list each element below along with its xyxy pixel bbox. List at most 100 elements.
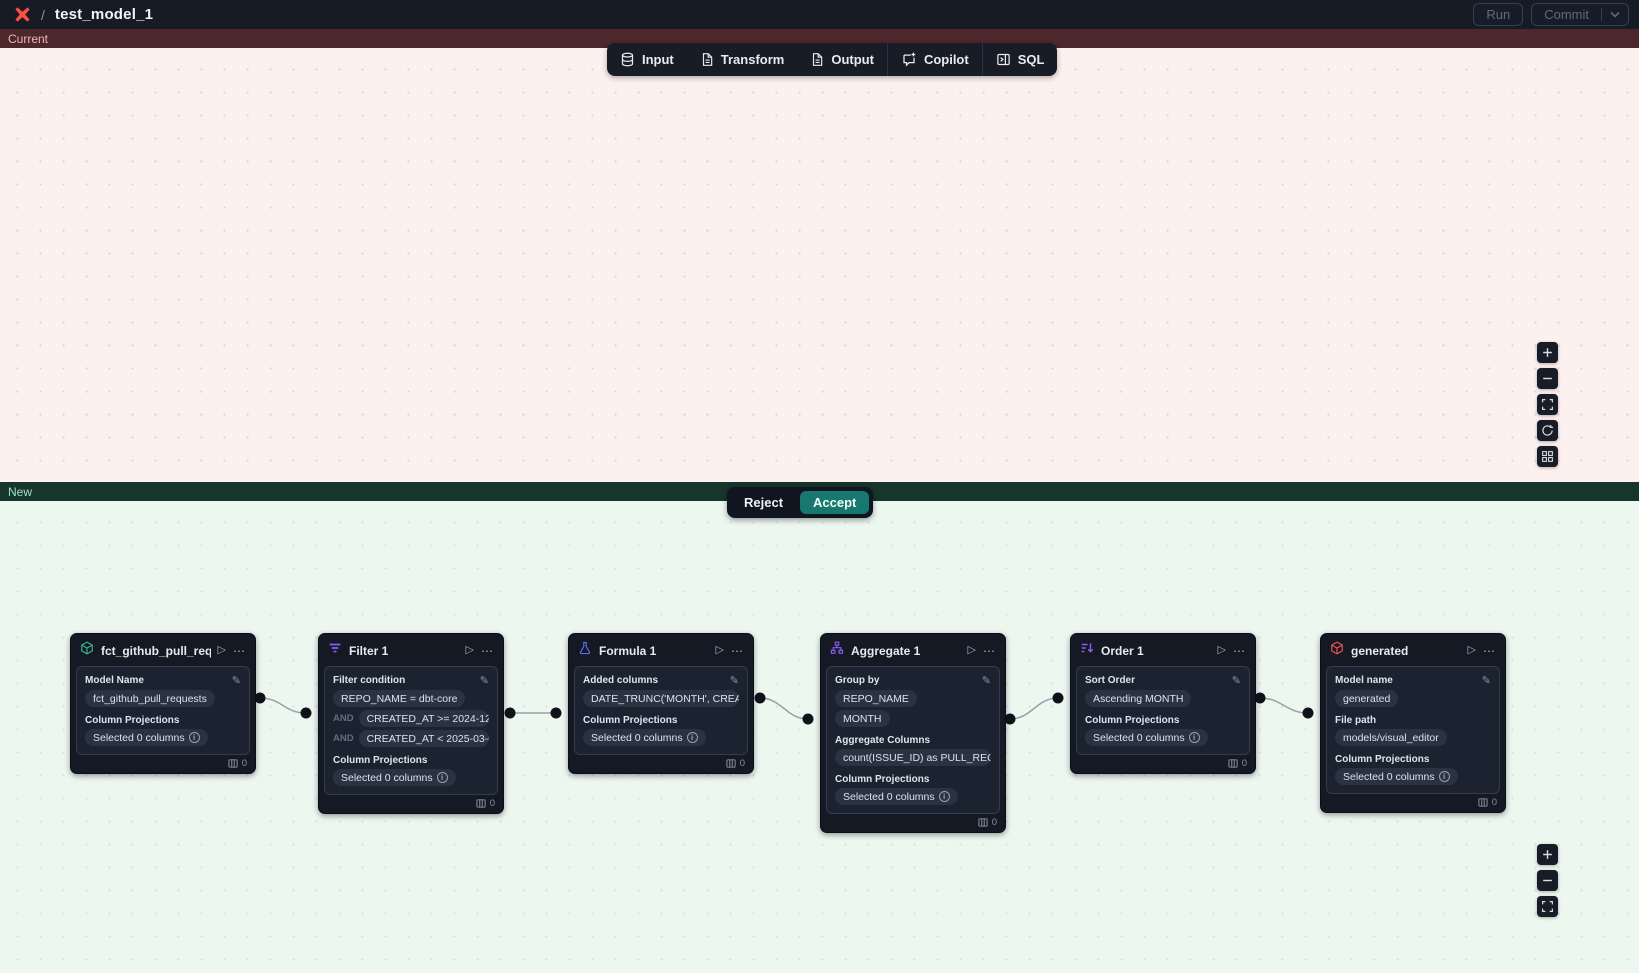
edit-pencil-icon[interactable]: ✎ xyxy=(1481,675,1491,687)
value-pill: REPO_NAME = dbt-core xyxy=(333,690,466,707)
node-aggregate-1[interactable]: Aggregate 1 ▷ ⋯ Group by✎ REPO_NAME MONT… xyxy=(820,633,1006,833)
toolbar-item-label: Transform xyxy=(720,52,785,67)
edit-pencil-icon[interactable]: ✎ xyxy=(479,675,489,687)
dbt-logo[interactable] xyxy=(14,6,31,23)
row-count: 0 xyxy=(1241,758,1247,769)
node-filter-1[interactable]: Filter 1 ▷ ⋯ Filter condition ✎ REPO_NAME… xyxy=(318,633,504,814)
info-icon: i xyxy=(1188,732,1200,743)
model-title: test_model_1 xyxy=(54,6,154,23)
section-label: Column Projections xyxy=(1085,715,1180,726)
edit-pencil-icon[interactable]: ✎ xyxy=(981,675,991,687)
row-count: 0 xyxy=(991,817,997,828)
play-icon[interactable]: ▷ xyxy=(217,644,226,656)
info-icon: i xyxy=(436,772,448,783)
ellipsis-menu-icon[interactable]: ⋯ xyxy=(983,643,996,658)
play-icon[interactable]: ▷ xyxy=(465,644,474,656)
node-footer: 0 xyxy=(1321,794,1505,812)
ellipsis-menu-icon[interactable]: ⋯ xyxy=(731,643,744,658)
node-fct-github-pull-requests[interactable]: fct_github_pull_requests ▷ ⋯ Model Name✎… xyxy=(70,633,256,774)
toolbar-item-output[interactable]: Output xyxy=(797,43,887,76)
diff-action-bar: Reject Accept xyxy=(727,487,874,518)
toolbar-item-label: SQL xyxy=(1017,52,1045,67)
run-button[interactable]: Run xyxy=(1473,3,1524,26)
ellipsis-menu-icon[interactable]: ⋯ xyxy=(233,643,246,658)
node-body: Filter condition✎ REPO_NAME = dbt-core A… xyxy=(324,666,498,795)
node-generated[interactable]: generated ▷ ⋯ Model name✎ generated File… xyxy=(1320,633,1506,813)
row-count: 0 xyxy=(1491,797,1497,808)
section-label: Column Projections xyxy=(583,715,678,726)
copilot-icon xyxy=(901,52,917,67)
fit-view-button[interactable] xyxy=(1537,394,1558,415)
node-title: fct_github_pull_requests xyxy=(101,643,211,658)
toolbar-item-copilot[interactable]: Copilot xyxy=(888,43,982,76)
section-label: Model name xyxy=(1335,675,1393,686)
section-label: Sort Order xyxy=(1085,675,1136,686)
zoom-out-button[interactable] xyxy=(1537,870,1558,891)
refresh-button[interactable] xyxy=(1537,420,1558,441)
zoom-in-button[interactable] xyxy=(1537,342,1558,363)
fit-view-button[interactable] xyxy=(1537,896,1558,917)
node-title: Order 1 xyxy=(1101,643,1144,658)
current-canvas[interactable] xyxy=(0,48,1639,482)
node-footer: 0 xyxy=(319,795,503,813)
node-title: generated xyxy=(1351,643,1409,658)
commit-button[interactable]: Commit xyxy=(1544,7,1589,22)
filter-icon xyxy=(328,641,342,660)
toolbar-item-sql[interactable]: SQL xyxy=(983,43,1058,76)
toolbar-item-input[interactable]: Input xyxy=(607,43,687,76)
grid-button[interactable] xyxy=(1537,446,1558,467)
ellipsis-menu-icon[interactable]: ⋯ xyxy=(481,643,494,658)
edit-pencil-icon[interactable]: ✎ xyxy=(231,675,241,687)
sitemap-icon xyxy=(830,641,844,660)
play-icon[interactable]: ▷ xyxy=(715,644,724,656)
value-pill: REPO_NAME xyxy=(835,690,917,707)
breadcrumb-separator: / xyxy=(41,6,45,23)
toolbar-item-transform[interactable]: Transform xyxy=(687,43,798,76)
row-count: 0 xyxy=(489,798,495,809)
node-formula-1[interactable]: Formula 1 ▷ ⋯ Added columns✎ DATE_TRUNC(… xyxy=(568,633,754,774)
node-footer: 0 xyxy=(821,814,1005,832)
columns-icon xyxy=(476,799,486,808)
info-icon: i xyxy=(686,732,698,743)
columns-icon xyxy=(1228,759,1238,768)
ellipsis-menu-icon[interactable]: ⋯ xyxy=(1233,643,1246,658)
columns-icon xyxy=(1478,798,1488,807)
play-icon[interactable]: ▷ xyxy=(967,644,976,656)
zoom-out-button[interactable] xyxy=(1537,368,1558,389)
ellipsis-menu-icon[interactable]: ⋯ xyxy=(1483,643,1496,658)
edit-pencil-icon[interactable]: ✎ xyxy=(1231,675,1241,687)
node-title: Filter 1 xyxy=(349,643,389,658)
chevron-down-icon[interactable] xyxy=(1601,8,1628,21)
topbar: / test_model_1 Run Commit xyxy=(0,0,1639,29)
reject-button[interactable]: Reject xyxy=(731,491,796,514)
commit-split-button[interactable]: Commit xyxy=(1531,3,1629,26)
info-icon: i xyxy=(188,732,200,743)
value-pill: fct_github_pull_requests xyxy=(85,690,215,707)
node-body: Added columns✎ DATE_TRUNC('MONTH', CREAT… xyxy=(574,666,748,755)
play-icon[interactable]: ▷ xyxy=(1467,644,1476,656)
node-header: Formula 1 ▷ ⋯ xyxy=(569,634,753,666)
node-body: Group by✎ REPO_NAME MONTH Aggregate Colu… xyxy=(826,666,1000,814)
edit-pencil-icon[interactable]: ✎ xyxy=(729,675,739,687)
section-label: File path xyxy=(1335,715,1377,726)
node-order-1[interactable]: Order 1 ▷ ⋯ Sort Order✎ Ascending MONTH … xyxy=(1070,633,1256,774)
node-footer: 0 xyxy=(1071,755,1255,773)
node-title: Formula 1 xyxy=(599,643,657,658)
node-body: Model name✎ generated File path models/v… xyxy=(1326,666,1500,794)
section-label: Column Projections xyxy=(1335,754,1430,765)
section-label: Column Projections xyxy=(333,755,428,766)
columns-icon xyxy=(228,759,238,768)
play-icon[interactable]: ▷ xyxy=(1217,644,1226,656)
toolbar-item-label: Output xyxy=(831,52,874,67)
zoom-in-button[interactable] xyxy=(1537,844,1558,865)
accept-button[interactable]: Accept xyxy=(800,491,870,514)
sort-icon xyxy=(1080,641,1094,660)
section-label: Filter condition xyxy=(333,675,406,686)
section-label: Group by xyxy=(835,675,880,686)
